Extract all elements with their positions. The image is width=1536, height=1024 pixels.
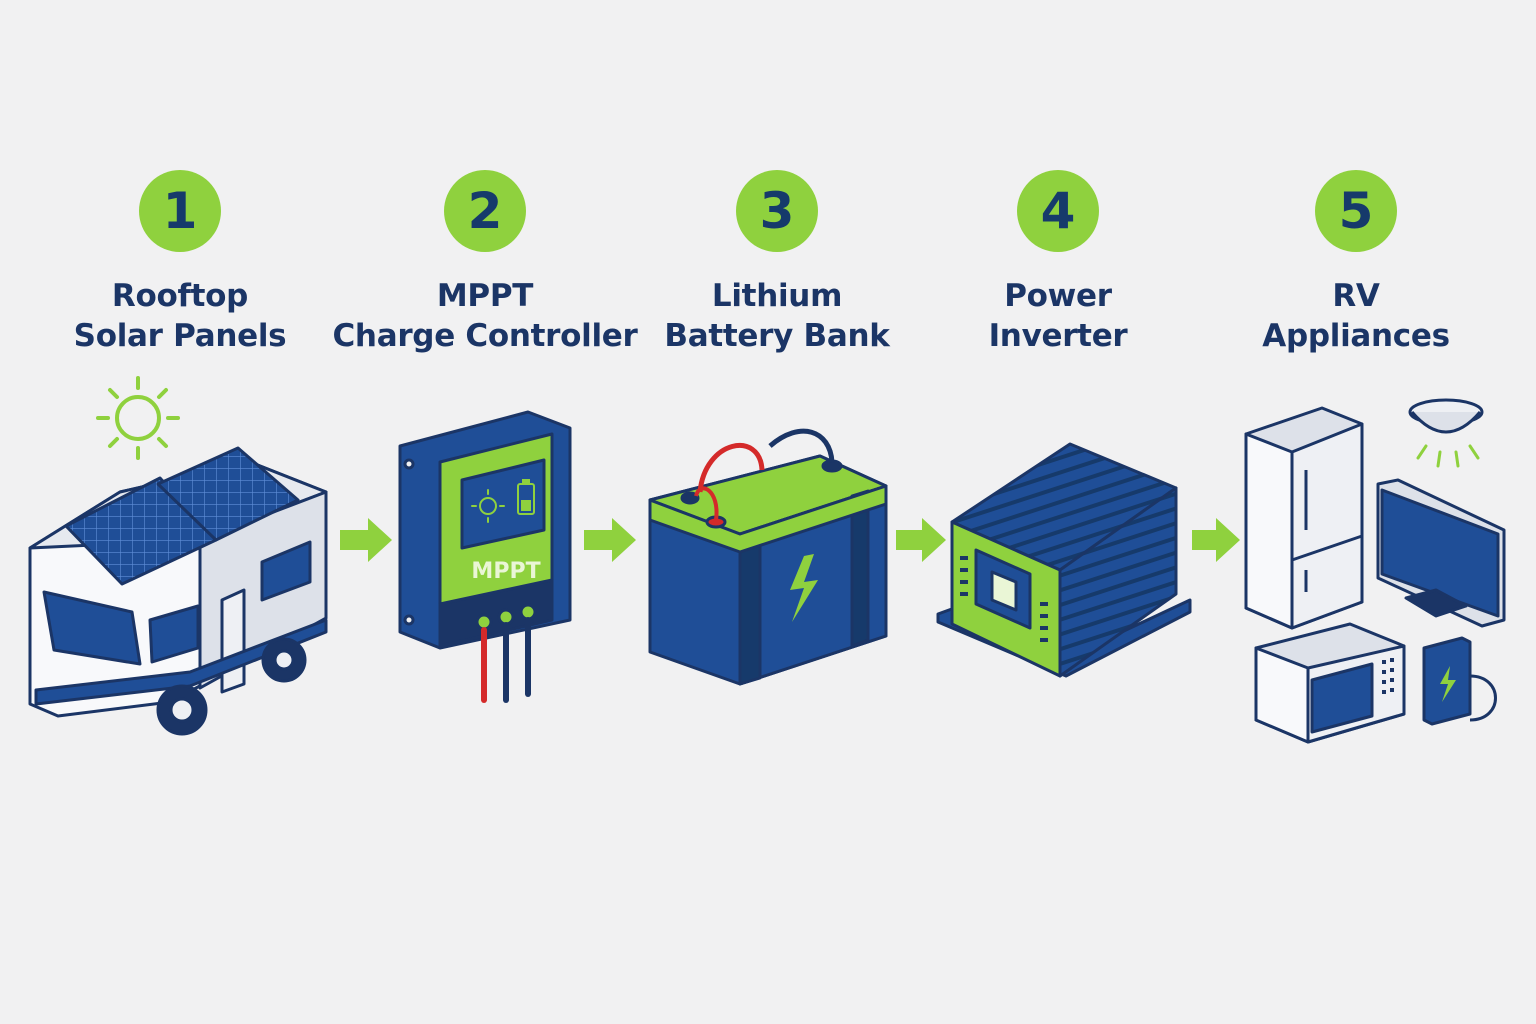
battery-cable-red — [694, 486, 719, 521]
arrow-1 — [340, 518, 392, 562]
tv-icon — [1376, 478, 1506, 628]
light-rays — [1416, 444, 1480, 468]
vent-slots — [960, 556, 1048, 642]
step-2: 2 MPPT Charge Controller — [332, 170, 638, 356]
arrow-3 — [896, 518, 946, 562]
step-number-badge: 5 — [1315, 170, 1397, 252]
step-title: RV Appliances — [1262, 278, 1450, 354]
lightning-icon — [790, 554, 818, 622]
battery-small-icon — [517, 479, 535, 515]
step-5: 5 RV Appliances — [1206, 170, 1506, 356]
step-number-badge: 1 — [139, 170, 221, 252]
controller-wires — [481, 617, 531, 703]
sun-small-icon — [471, 489, 505, 523]
charge-controller-icon — [398, 410, 572, 650]
controller-label: MPPT — [471, 559, 540, 584]
step-4: 4 Power Inverter — [908, 170, 1208, 356]
battery-icon — [648, 454, 888, 686]
step-title: Rooftop Solar Panels — [73, 278, 287, 354]
sun-icon — [96, 376, 180, 460]
step-number-badge: 4 — [1017, 170, 1099, 252]
step-3: 3 Lithium Battery Bank — [627, 170, 927, 356]
battery-cable-black — [768, 428, 835, 463]
arrow-2 — [584, 518, 636, 562]
refrigerator-icon — [1244, 406, 1364, 630]
step-title: Power Inverter — [988, 278, 1128, 354]
step-1: 1 Rooftop Solar Panels — [30, 170, 330, 356]
microwave-icon — [1254, 622, 1406, 744]
step-title: MPPT Charge Controller — [332, 278, 638, 354]
arrow-4 — [1192, 518, 1240, 562]
microwave-keypad — [1382, 658, 1394, 694]
ceiling-light-icon — [1408, 398, 1484, 434]
phone-charging-icon — [1422, 636, 1497, 726]
inverter-icon — [936, 442, 1192, 678]
battery-cable-red — [697, 443, 765, 493]
rv-solar-icon — [28, 446, 328, 736]
step-number-badge: 3 — [736, 170, 818, 252]
charging-bolt-icon — [1440, 666, 1456, 702]
step-number-badge: 2 — [444, 170, 526, 252]
step-title: Lithium Battery Bank — [664, 278, 890, 354]
